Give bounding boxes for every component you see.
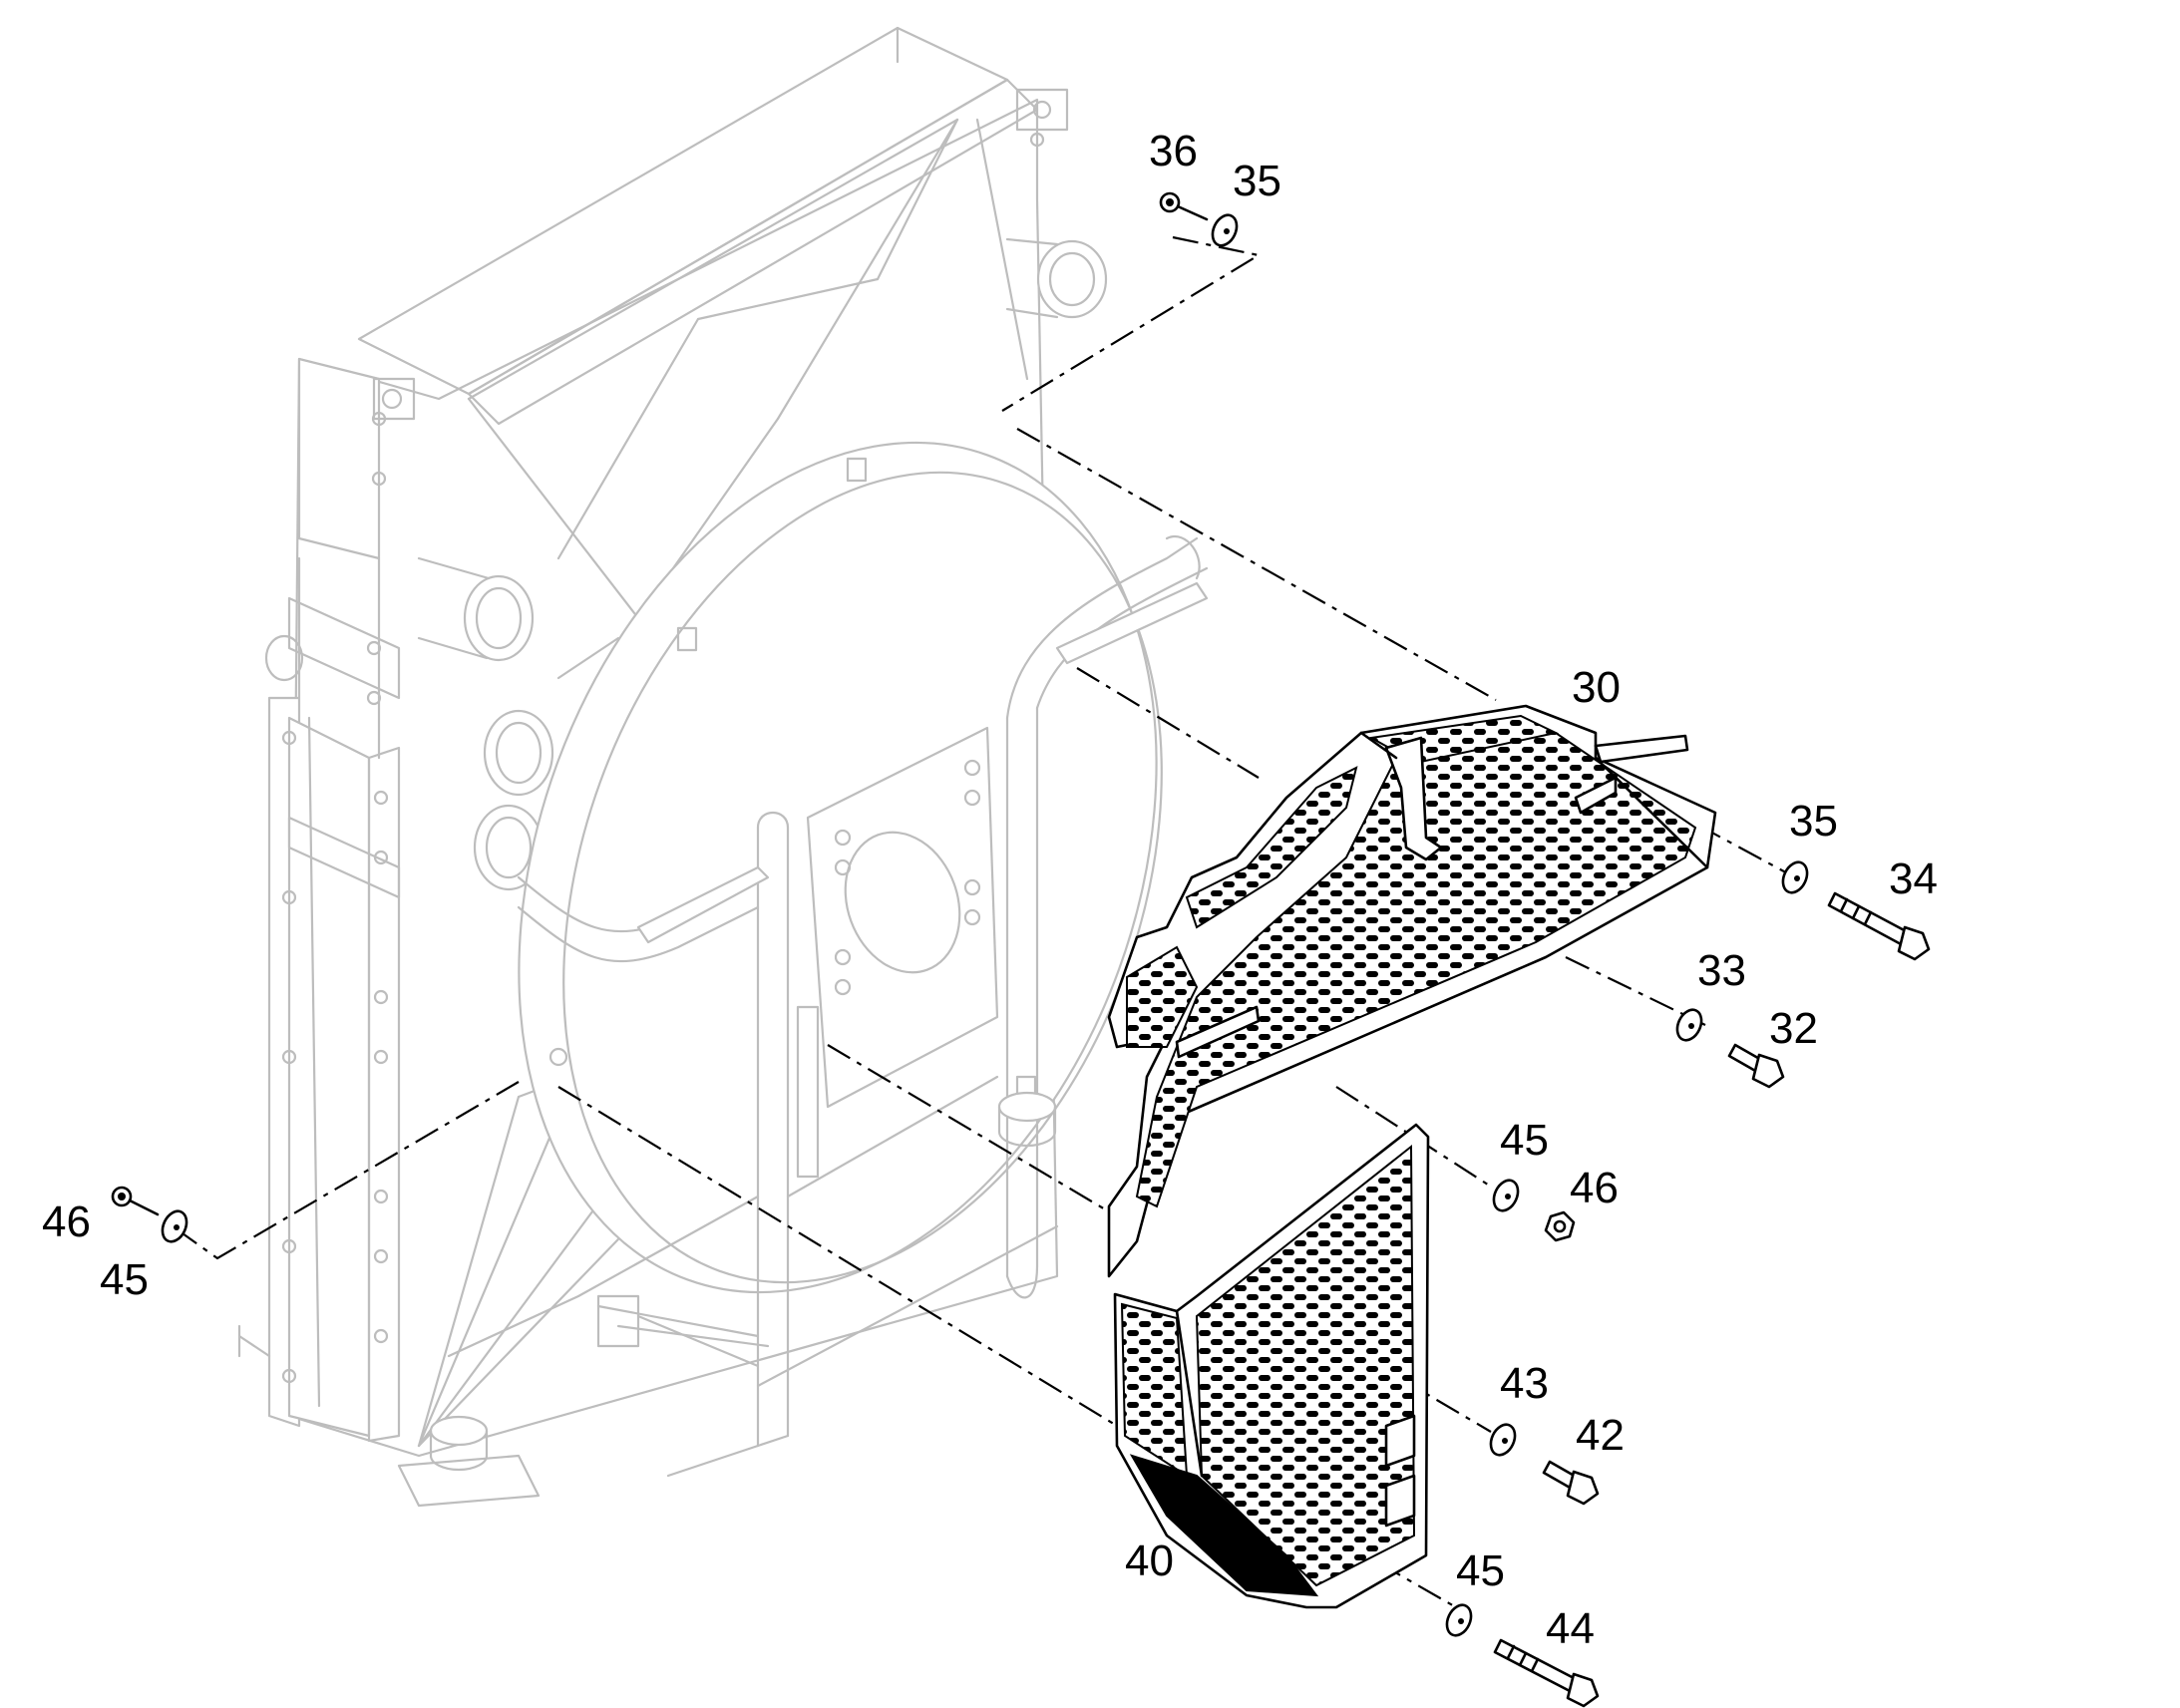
callout-46-mid: 46 (1570, 1164, 1619, 1212)
callout-43: 43 (1500, 1359, 1549, 1408)
radiator-left-side-rails (267, 357, 401, 1443)
part-45-washer-mid (1492, 1179, 1520, 1212)
radiator-hose-outlets (264, 88, 1108, 891)
callout-35-right: 35 (1789, 797, 1838, 846)
callout-35-top: 35 (1233, 157, 1281, 205)
part-44-long-bolt (1493, 1638, 1600, 1708)
leader-36-35-top (1001, 235, 1262, 412)
part-46-nut-mid (1544, 1210, 1576, 1242)
leader-upper-frame (1076, 667, 1260, 779)
part-34-long-bolt (1827, 891, 1931, 961)
callout-45-mid: 45 (1500, 1116, 1549, 1165)
callout-46-left: 46 (42, 1197, 91, 1246)
fan-guard-frame (447, 534, 1209, 1478)
part-33-washer (1675, 1008, 1703, 1042)
part-42-bolt (1542, 1460, 1600, 1506)
leader-lower-frame (827, 1044, 1118, 1217)
leader-46-45-left (175, 1081, 520, 1260)
leader-45-44 (1295, 1515, 1457, 1608)
fan-mount-plate (806, 726, 999, 1109)
part-36-nut-top (1159, 191, 1209, 221)
leader-35-34 (1573, 757, 1796, 878)
radiator-top-tank (357, 26, 1009, 396)
callout-33: 33 (1697, 946, 1746, 995)
radiator-assembly (237, 26, 1209, 1508)
leader-to-40 (557, 1086, 1118, 1427)
part-30-upper-fan-guard (1107, 704, 1717, 1278)
callout-36-top: 36 (1149, 127, 1198, 175)
callout-45-bottom: 45 (1456, 1546, 1505, 1595)
part-40-lower-fan-guard (1113, 1123, 1430, 1609)
callout-34: 34 (1889, 854, 1938, 903)
radiator-rubber-mounts (237, 1091, 1057, 1508)
part-32-short-bolt (1727, 1043, 1785, 1089)
callout-40: 40 (1125, 1537, 1174, 1585)
callout-labels: 36 35 30 35 34 33 32 45 46 46 45 43 42 4… (42, 127, 1938, 1653)
hardware (111, 191, 1931, 1708)
callout-42: 42 (1576, 1411, 1625, 1460)
leader-45-46-mid (1335, 1086, 1492, 1188)
callout-45-left: 45 (100, 1255, 149, 1304)
leader-to-30 (1016, 428, 1497, 701)
callout-30: 30 (1572, 663, 1621, 712)
part-45-washer-bottom (1445, 1603, 1473, 1637)
part-43-washer (1489, 1423, 1517, 1457)
part-45-washer-left (161, 1209, 188, 1243)
callout-44: 44 (1546, 1604, 1595, 1653)
part-46-nut-left (111, 1186, 160, 1216)
part-35-washer-top (1211, 213, 1239, 247)
part-35-washer-right (1781, 860, 1809, 894)
callout-32: 32 (1769, 1004, 1818, 1053)
leader-33-32 (1565, 956, 1706, 1026)
